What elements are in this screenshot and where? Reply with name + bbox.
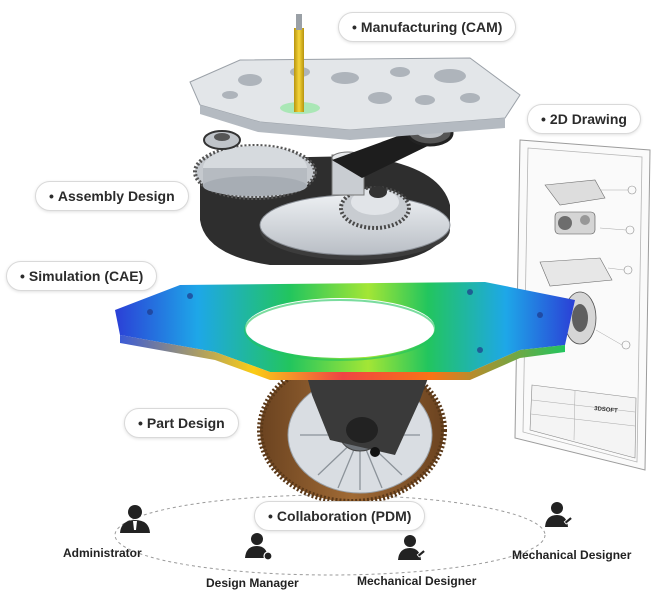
bullet: • (138, 415, 143, 431)
role-design-manager: Design Manager (206, 576, 299, 590)
label-text: 2D Drawing (549, 111, 627, 127)
simulation-fea-plate (115, 282, 575, 380)
bullet: • (49, 188, 54, 204)
label-assembly-design: •Assembly Design (35, 181, 189, 211)
label-text: Collaboration (PDM) (276, 508, 412, 524)
user-wrench-icon (545, 502, 573, 527)
user-tie-icon (120, 505, 150, 533)
label-text: Simulation (CAE) (28, 268, 144, 284)
drawing-brand-text: 3DSOFT (594, 406, 618, 414)
label-collaboration: •Collaboration (PDM) (254, 501, 426, 531)
part-design-wheel (257, 345, 447, 505)
manufacturing-plate (189, 14, 521, 140)
label-text: Manufacturing (CAM) (360, 19, 503, 35)
role-mechanical-designer-right: Mechanical Designer (512, 548, 632, 562)
label-simulation: •Simulation (CAE) (6, 261, 158, 291)
bullet: • (268, 508, 273, 524)
label-manufacturing: •Manufacturing (CAM) (338, 12, 517, 42)
assembly-gearbox (193, 119, 454, 265)
drawing-views (539, 179, 637, 350)
bullet: • (20, 268, 25, 284)
label-text: Assembly Design (57, 188, 175, 204)
role-administrator: Administrator (63, 546, 142, 560)
drawing-sheet: 3DSOFT (514, 139, 651, 471)
label-2d-drawing: •2D Drawing (527, 104, 641, 134)
role-mechanical-designer-center: Mechanical Designer (357, 574, 477, 588)
label-part-design: •Part Design (124, 408, 239, 438)
label-text: Part Design (146, 415, 225, 431)
user-gear-icon (245, 533, 273, 561)
user-wrench-icon (398, 535, 426, 560)
drawing-title-block: 3DSOFT (529, 384, 637, 459)
bullet: • (541, 111, 546, 127)
bullet: • (352, 19, 357, 35)
